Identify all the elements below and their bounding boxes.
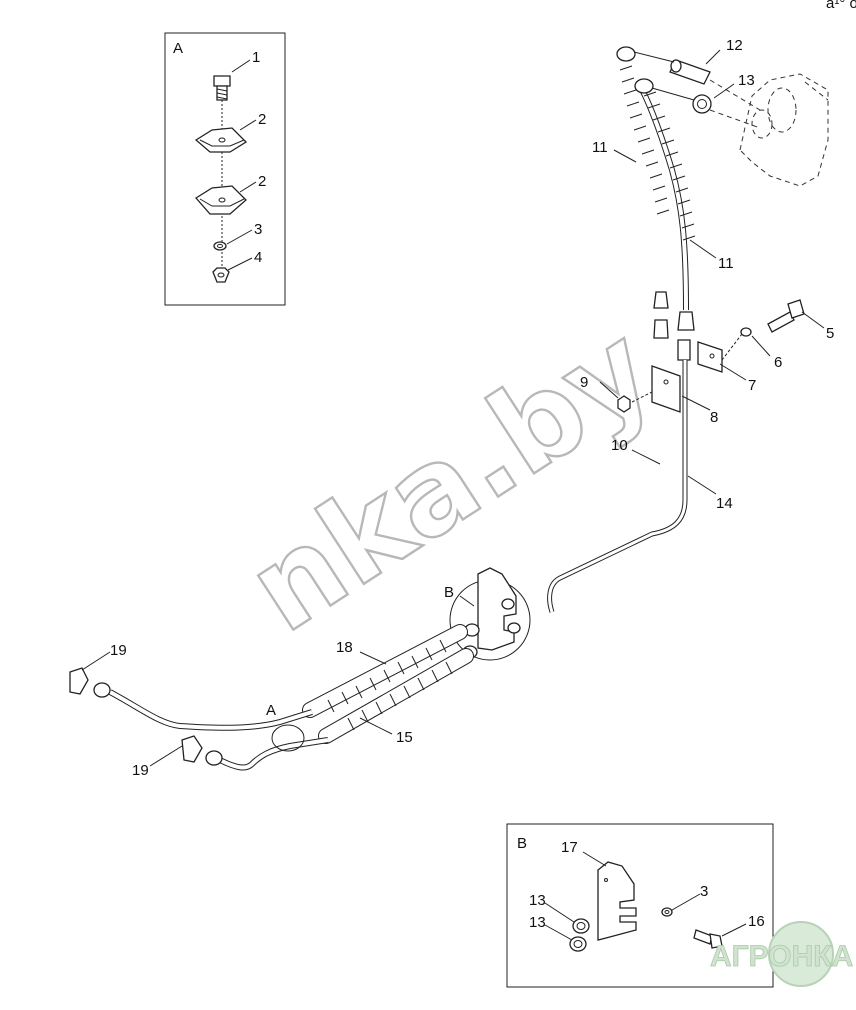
inset-a-callout-2-top: 2 [258, 111, 266, 128]
bracket-part-17-main [462, 567, 521, 659]
elbow-fitting-part-19-lower [181, 735, 223, 766]
nut-part-9 [617, 395, 631, 413]
bolt-part-16 [693, 929, 723, 949]
inset-a: A [164, 32, 286, 306]
inset-b-letter: B [517, 835, 527, 852]
leader-lines [81, 49, 825, 767]
pipe-part-10 [530, 340, 663, 610]
callout-12: 12 [726, 37, 743, 54]
agronka-logo: АГРОНКА [710, 921, 854, 987]
bolt-part-1 [213, 75, 231, 101]
inset-b-callout-3: 3 [700, 883, 708, 900]
callout-8: 8 [710, 409, 718, 426]
callout-11-right: 11 [718, 255, 734, 272]
nut-part-13-lower [569, 936, 587, 952]
plate-part-2-top [194, 127, 248, 153]
pipe-part-14 [547, 360, 688, 613]
callout-18: 18 [336, 639, 353, 656]
watermark-text: nka.by [225, 299, 676, 659]
hose-part-15 [318, 648, 474, 744]
callout-19-upper: 19 [110, 642, 127, 659]
callout-13: 13 [738, 72, 755, 89]
hose-end-fitting-right [634, 78, 654, 94]
inset-b: B 17 3 13 [506, 823, 774, 988]
bracket-part-17 [597, 861, 637, 941]
bolt-part-5 [767, 299, 805, 333]
washer-part-3 [213, 241, 227, 251]
nut-part-4 [212, 267, 230, 283]
inset-a-callout-3: 3 [254, 221, 262, 238]
pipe-lower-left-upper [108, 689, 313, 731]
adapter-part-12 [669, 59, 711, 85]
callout-15: 15 [396, 729, 413, 746]
inset-a-callout-4: 4 [254, 249, 262, 266]
inset-b-callout-17: 17 [561, 839, 578, 856]
nut-part-13-upper [572, 918, 590, 934]
clamp-plate-part-8 [651, 365, 681, 413]
inset-a-callout-1: 1 [252, 49, 260, 66]
detail-letter-a: A [266, 702, 276, 719]
hose-part-18 [302, 624, 468, 718]
pipe-lower-left-lower [218, 737, 329, 771]
corner-mark: a¹° ooo [826, 0, 856, 12]
callout-11-left: 11 [592, 139, 608, 156]
hose-lower-fittings [653, 291, 695, 361]
callout-5: 5 [826, 325, 834, 342]
hydraulic-distributor-outline [739, 73, 829, 187]
inset-a-letter: A [173, 40, 183, 57]
callout-7: 7 [748, 377, 756, 394]
callout-6: 6 [774, 354, 782, 371]
clamp-part-7 [697, 341, 723, 373]
washer-part-6 [740, 327, 752, 337]
washer-part-3-b [661, 907, 673, 917]
inset-b-callout-13-upper: 13 [529, 892, 546, 909]
plate-part-2-bottom [195, 185, 247, 215]
watermark: nka.by [224, 297, 678, 659]
inset-b-callout-13-lower: 13 [529, 914, 546, 931]
hose-part-11-right [637, 84, 696, 311]
elbow-fitting-part-19-upper [69, 667, 111, 698]
detail-letter-b: B [444, 584, 454, 601]
logo-text: АГРОНКА [710, 940, 853, 973]
callout-10: 10 [611, 437, 628, 454]
inset-b-callout-16: 16 [748, 913, 765, 930]
callout-19-lower: 19 [132, 762, 149, 779]
detail-a-circle [271, 724, 305, 752]
hose-part-11-left [616, 51, 670, 291]
callout-14: 14 [716, 495, 733, 512]
hose-end-fitting-left [616, 46, 636, 62]
nut-part-13-top [692, 94, 712, 114]
callout-9: 9 [580, 374, 588, 391]
inset-a-callout-2-bottom: 2 [258, 173, 266, 190]
